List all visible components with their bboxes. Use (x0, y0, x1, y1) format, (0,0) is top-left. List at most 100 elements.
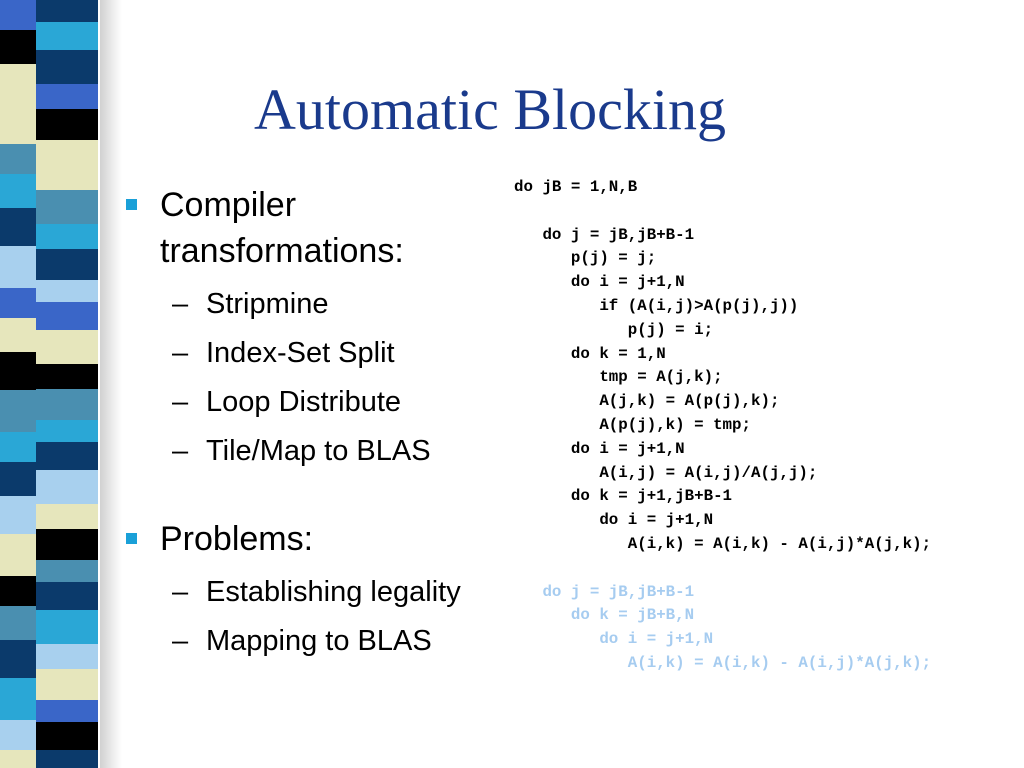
stripe-segment (34, 280, 98, 303)
bullet-list: Compiler transformations: –Stripmine –In… (124, 182, 514, 666)
stripe-segment-left (0, 462, 36, 497)
stripe-segment (34, 610, 98, 645)
stripe-segment (34, 700, 98, 723)
code-block: do jB = 1,N,B do j = jB,jB+B-1 p(j) = j;… (514, 176, 931, 676)
stripe-segment-left (0, 534, 36, 577)
stripe-segment-left (0, 678, 36, 721)
stripe-segment (34, 722, 98, 751)
stripe-segment-left (0, 432, 36, 463)
sub-item-text: Stripmine (206, 288, 329, 320)
code-line: A(i,k) = A(i,k) - A(i,j)*A(j,k); (514, 534, 932, 553)
bullet-compiler-transformations: Compiler transformations: –Stripmine –In… (124, 182, 514, 476)
sub-item-tile-map: –Tile/Map to BLAS (160, 427, 514, 476)
code-line: do i = j+1,N (514, 511, 714, 530)
square-bullet-icon (126, 533, 137, 544)
stripe-segment (34, 470, 98, 505)
stripe-segment-left (0, 720, 36, 751)
stripe-segment (34, 330, 98, 365)
stripe-segment (34, 420, 98, 443)
highlighted-code-line: do k = jB+B,N (514, 606, 695, 625)
sub-item-text: Loop Distribute (206, 386, 402, 418)
stripe-segment-left (0, 208, 36, 247)
code-line: A(i,j) = A(i,j)/A(j,j); (514, 463, 818, 482)
square-bullet-icon (126, 199, 137, 210)
sub-bullet-list: –Stripmine –Index-Set Split –Loop Distri… (160, 280, 514, 476)
stripe-segment (34, 529, 98, 561)
stripe-segment (34, 504, 98, 530)
sub-bullet-list: –Establishing legality –Mapping to BLAS (160, 568, 514, 666)
sub-item-loop-distribute: –Loop Distribute (160, 378, 514, 427)
spacer (124, 476, 514, 516)
code-line: tmp = A(j,k); (514, 368, 723, 387)
decorative-stripe-bar (0, 0, 98, 768)
stripe-segment-left (0, 30, 36, 65)
code-line: do i = j+1,N (514, 439, 685, 458)
stripe-segment-left (0, 390, 36, 433)
stripe-segment-left (0, 640, 36, 679)
code-line: do j = jB,jB+B-1 (514, 225, 695, 244)
sub-item-mapping-to-blas: –Mapping to BLAS (160, 617, 514, 666)
stripe-segment-left (0, 606, 36, 641)
stripe-segment (34, 84, 98, 110)
code-line: p(j) = i; (514, 320, 714, 339)
stripe-segment (34, 389, 98, 421)
stripe-segment-left (0, 496, 36, 535)
stripe-segment-left (0, 64, 36, 103)
stripe-segment-left (0, 318, 36, 353)
code-gap (514, 557, 931, 581)
bullet-problems: Problems: –Establishing legality –Mappin… (124, 516, 514, 666)
stripe-segment (34, 560, 98, 583)
stripe-segment (34, 50, 98, 85)
stripe-segment-left (0, 102, 36, 145)
stripe-segment-left (0, 750, 36, 768)
dash-icon: – (172, 625, 189, 657)
stripe-segment (34, 109, 98, 141)
stripe-segment (34, 302, 98, 331)
code-line: if (A(i,j)>A(p(j),j)) (514, 296, 799, 315)
code-line: A(j,k) = A(p(j),k); (514, 392, 780, 411)
sub-item-index-set-split: –Index-Set Split (160, 329, 514, 378)
stripe-segment-left (0, 144, 36, 175)
dash-icon: – (172, 435, 189, 467)
stripe-segment (34, 140, 98, 163)
sub-item-establishing-legality: –Establishing legality (160, 568, 514, 617)
stripe-segment (34, 22, 98, 51)
code-blank-line (514, 200, 931, 224)
stripe-segment (34, 0, 98, 23)
code-line: p(j) = j; (514, 249, 657, 268)
code-line: do k = j+1,jB+B-1 (514, 487, 733, 506)
stripe-segment-left (0, 288, 36, 319)
sub-item-text: Mapping to BLAS (206, 625, 432, 657)
highlighted-code-line: do j = jB,jB+B-1 (514, 582, 695, 601)
stripe-segment-left (0, 576, 36, 607)
slide-title: Automatic Blocking (254, 77, 726, 142)
highlighted-code-line: do i = j+1,N (514, 630, 714, 649)
code-line: do i = j+1,N (514, 273, 685, 292)
dash-icon: – (172, 386, 189, 418)
code-line: do jB = 1,N,B (514, 178, 638, 196)
stripe-segment (34, 249, 98, 281)
stripe-segment (34, 162, 98, 191)
stripe-shadow (100, 0, 122, 768)
stripe-segment (34, 364, 98, 390)
stripe-segment-left (0, 174, 36, 209)
stripe-segment-left (0, 246, 36, 289)
stripe-segment-left (0, 0, 36, 31)
stripe-segment (34, 644, 98, 670)
stripe-segment (34, 442, 98, 471)
dash-icon: – (172, 288, 189, 320)
stripe-segment-left (0, 352, 36, 391)
bullet-text: Problems: (160, 520, 314, 558)
sub-item-text: Tile/Map to BLAS (206, 435, 431, 467)
dash-icon: – (172, 337, 189, 369)
stripe-segment (34, 669, 98, 701)
stripe-segment (34, 190, 98, 225)
highlighted-code-line: A(i,k) = A(i,k) - A(i,j)*A(j,k); (514, 653, 932, 672)
dash-icon: – (172, 576, 189, 608)
code-line: do k = 1,N (514, 344, 666, 363)
sub-item-text: Establishing legality (206, 576, 461, 608)
stripe-segment (34, 582, 98, 611)
sub-item-stripmine: –Stripmine (160, 280, 514, 329)
stripe-segment (34, 750, 98, 768)
